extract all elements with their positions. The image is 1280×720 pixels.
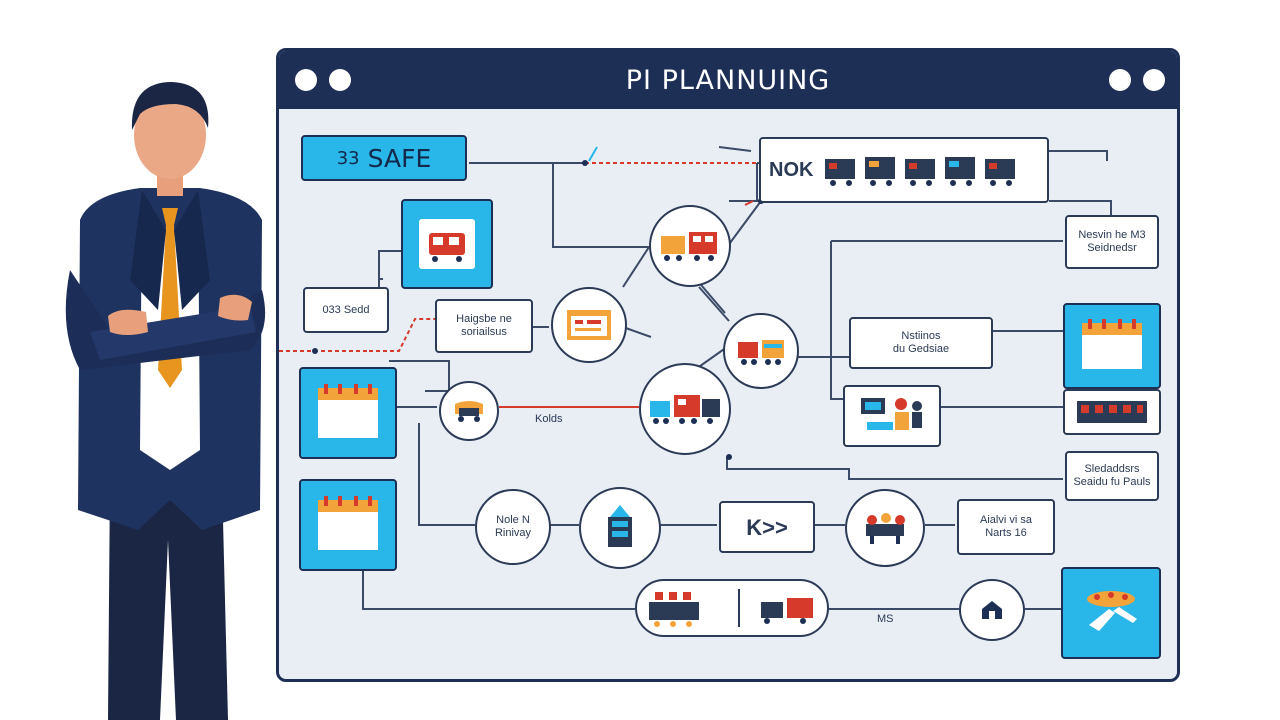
- train-row-icon: [825, 157, 1016, 186]
- calendar-icon: [318, 496, 378, 550]
- calendar-icon: [318, 384, 378, 438]
- handshake-icon: [1087, 591, 1137, 631]
- pill-divider: [737, 589, 740, 627]
- calendar-icon: [1082, 319, 1142, 369]
- node-train-center[interactable]: [639, 363, 731, 455]
- train-icon: [650, 395, 720, 424]
- presenter-figure: [65, 82, 266, 720]
- window-titlebar: PI PLANNUING: [279, 51, 1177, 109]
- note-lower-label: Sledaddsrs Seaidu fu Pauls: [1073, 463, 1151, 488]
- home-icon: [982, 601, 1002, 619]
- node-board[interactable]: [551, 287, 627, 363]
- board-icon: [567, 310, 611, 340]
- team-icon: [648, 592, 699, 627]
- tile-calendar-left[interactable]: [299, 367, 397, 459]
- people-icon: [861, 398, 922, 430]
- node-tower[interactable]: [579, 487, 661, 569]
- label-box-left[interactable]: 033 Sedd: [303, 287, 389, 333]
- safe-button[interactable]: 33 SAFE: [301, 135, 467, 181]
- people-box-right[interactable]: [843, 385, 941, 447]
- note-box-right-lower[interactable]: Sledaddsrs Seaidu fu Pauls: [1065, 451, 1159, 501]
- meeting-icon: [866, 513, 905, 544]
- window-control-dot[interactable]: [1143, 69, 1165, 91]
- train-icon: [419, 219, 475, 269]
- note-box-right-top[interactable]: Nesvin he M3 Seidnedsr: [1065, 215, 1159, 269]
- window-control-dot[interactable]: [329, 69, 351, 91]
- note-label: Nesvin he M3 Seidnedsr: [1078, 229, 1146, 254]
- safe-prefix: 33: [336, 147, 360, 169]
- window-title: PI PLANNUING: [625, 65, 831, 96]
- node-truck[interactable]: [439, 381, 499, 441]
- label-box-left-text: 033 Sedd: [322, 303, 370, 316]
- top-train-strip[interactable]: NOK: [759, 137, 1049, 203]
- pill-team[interactable]: [635, 579, 829, 637]
- node-bottom-left[interactable]: Nole N Rinivay: [475, 489, 551, 565]
- label-box-bottom-right[interactable]: Aialvi vi sa Narts 16: [957, 499, 1055, 555]
- node-meeting[interactable]: [845, 489, 925, 567]
- node-train-top[interactable]: [649, 205, 731, 287]
- train-icon: [661, 232, 717, 261]
- label-box-bottom-right-text: Aialvi vi sa Narts 16: [980, 514, 1032, 539]
- tile-calendar-bottom-left[interactable]: [299, 479, 397, 571]
- team-box-right-text: Nstiinos du Gedsiae: [892, 330, 950, 355]
- window-control-dot[interactable]: [1109, 69, 1131, 91]
- top-strip-label: NOK: [769, 158, 814, 181]
- pi-planning-window: PI PLANNUING: [276, 48, 1180, 682]
- cars-icon: [761, 598, 814, 624]
- under-line-label: Kolds: [535, 413, 563, 425]
- tile-handshake[interactable]: [1061, 567, 1161, 659]
- connector-lines: [279, 146, 1112, 610]
- bottom-label: MS: [877, 613, 894, 625]
- label-box-mid-left-text: Haigsbe ne soriailsus: [456, 313, 512, 338]
- tile-train[interactable]: [401, 199, 493, 289]
- label-box-mid-left[interactable]: Haigsbe ne soriailsus: [435, 299, 533, 353]
- window-control-dot[interactable]: [295, 69, 317, 91]
- tile-calendar-right[interactable]: [1063, 303, 1161, 389]
- node-cart[interactable]: [723, 313, 799, 389]
- cart-icon: [738, 340, 784, 365]
- chevron-box[interactable]: K>>: [719, 501, 815, 553]
- equipment-box-right[interactable]: [1063, 389, 1161, 435]
- node-bottom-left-text: Nole N Rinivay: [494, 514, 532, 539]
- chevron-label: K>>: [746, 514, 788, 540]
- truck-icon: [455, 401, 483, 422]
- team-box-right[interactable]: Nstiinos du Gedsiae: [849, 317, 993, 369]
- tower-icon: [608, 505, 632, 547]
- node-home[interactable]: [959, 579, 1025, 641]
- equipment-icon: [1077, 401, 1147, 423]
- safe-label: SAFE: [367, 143, 432, 173]
